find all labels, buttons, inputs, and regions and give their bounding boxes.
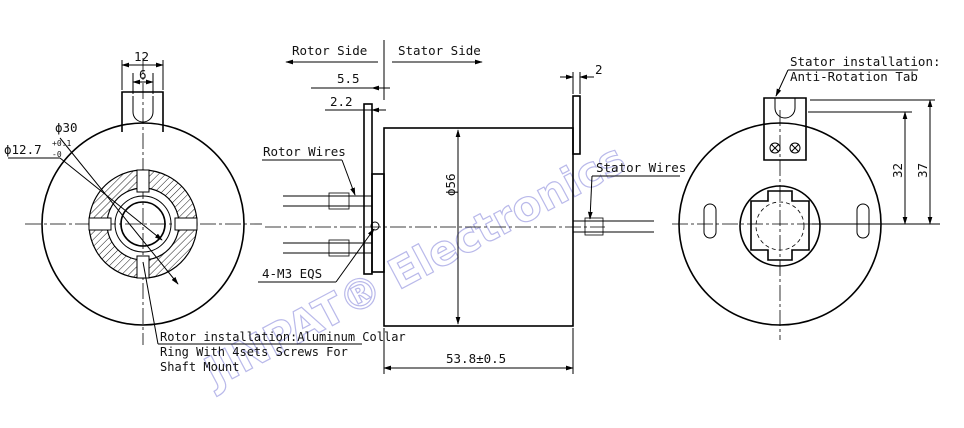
rotor-side-label: Rotor Side [292,43,367,58]
screw-slot-bottom [136,255,150,279]
left-tab-slot [132,96,154,123]
left-top-tab [121,91,164,132]
m3-eqs-label: 4-M3 EQS [262,266,322,281]
keyed-bore [750,190,810,261]
mount-slot-left [703,203,717,239]
dim-6-label: 6 [139,67,147,82]
anti-rotation-slot [774,98,796,119]
inner-bore [120,201,166,247]
anti-rotation-tab [763,97,807,161]
dim-12-label: 12 [134,49,149,64]
dim-phi30-label: ϕ30 [55,120,78,135]
rotor-wires [283,192,372,257]
stator-wires [573,217,654,236]
stator-wires-label: Stator Wires [596,160,686,175]
mount-slot-right [856,203,870,239]
rotor-install-line2: Ring With 4sets Screws For [160,345,348,359]
rotor-collar-plate [363,103,373,275]
rotor-wires-label: Rotor Wires [263,144,346,159]
phi30-leader [59,137,179,285]
dim-2-2-label: 2.2 [330,94,353,109]
dim-phi12-label: ϕ12.7 [4,142,42,157]
stator-side-label: Stator Side [398,43,481,58]
dim-32-label: 32 [890,163,905,178]
dim-2-label: 2 [595,62,603,77]
dim-5-5-label: 5.5 [337,71,360,86]
dim-37-label: 37 [915,163,930,178]
rotor-wires-leader [341,159,356,196]
m3-leader [335,228,375,283]
m3-screw-symbol [370,221,380,231]
rotor-install-line1: Rotor installation:Aluminum Collar [160,330,406,344]
stator-install-line2: Anti-Rotation Tab [790,69,918,84]
phi12-leader [59,157,163,241]
left-end-view: 12 6 ϕ30 ϕ12.7 +0.1 -0 Rotor installatio… [4,49,406,374]
left-outer-circle [41,122,245,326]
tab-screws [769,142,801,154]
stator-tab [572,95,581,155]
screw-slot-top [136,169,150,193]
screw-slot-left [88,217,112,231]
dim-phi56-label: ϕ56 [443,173,458,196]
rotor-install-line3: Shaft Mount [160,360,239,374]
side-view: Rotor Side Stator Side [258,40,686,374]
stator-install-leader [775,69,789,97]
stator-wires-leader [587,175,593,220]
rotor-install-leader [142,261,159,345]
screw-slot-right [174,217,198,231]
inner-bore-edge [114,195,172,253]
tol-plus-label: +0.1 [52,139,71,148]
bore-hidden-circle [755,201,805,251]
tol-zero-label: -0 [52,150,62,159]
right-end-view: Stator installation: Anti-Rotation Tab 3… [672,54,941,340]
center-boss [739,185,821,267]
dim-length-label: 53.8±0.5 [446,351,506,366]
stator-install-line1: Stator installation: [790,54,941,69]
